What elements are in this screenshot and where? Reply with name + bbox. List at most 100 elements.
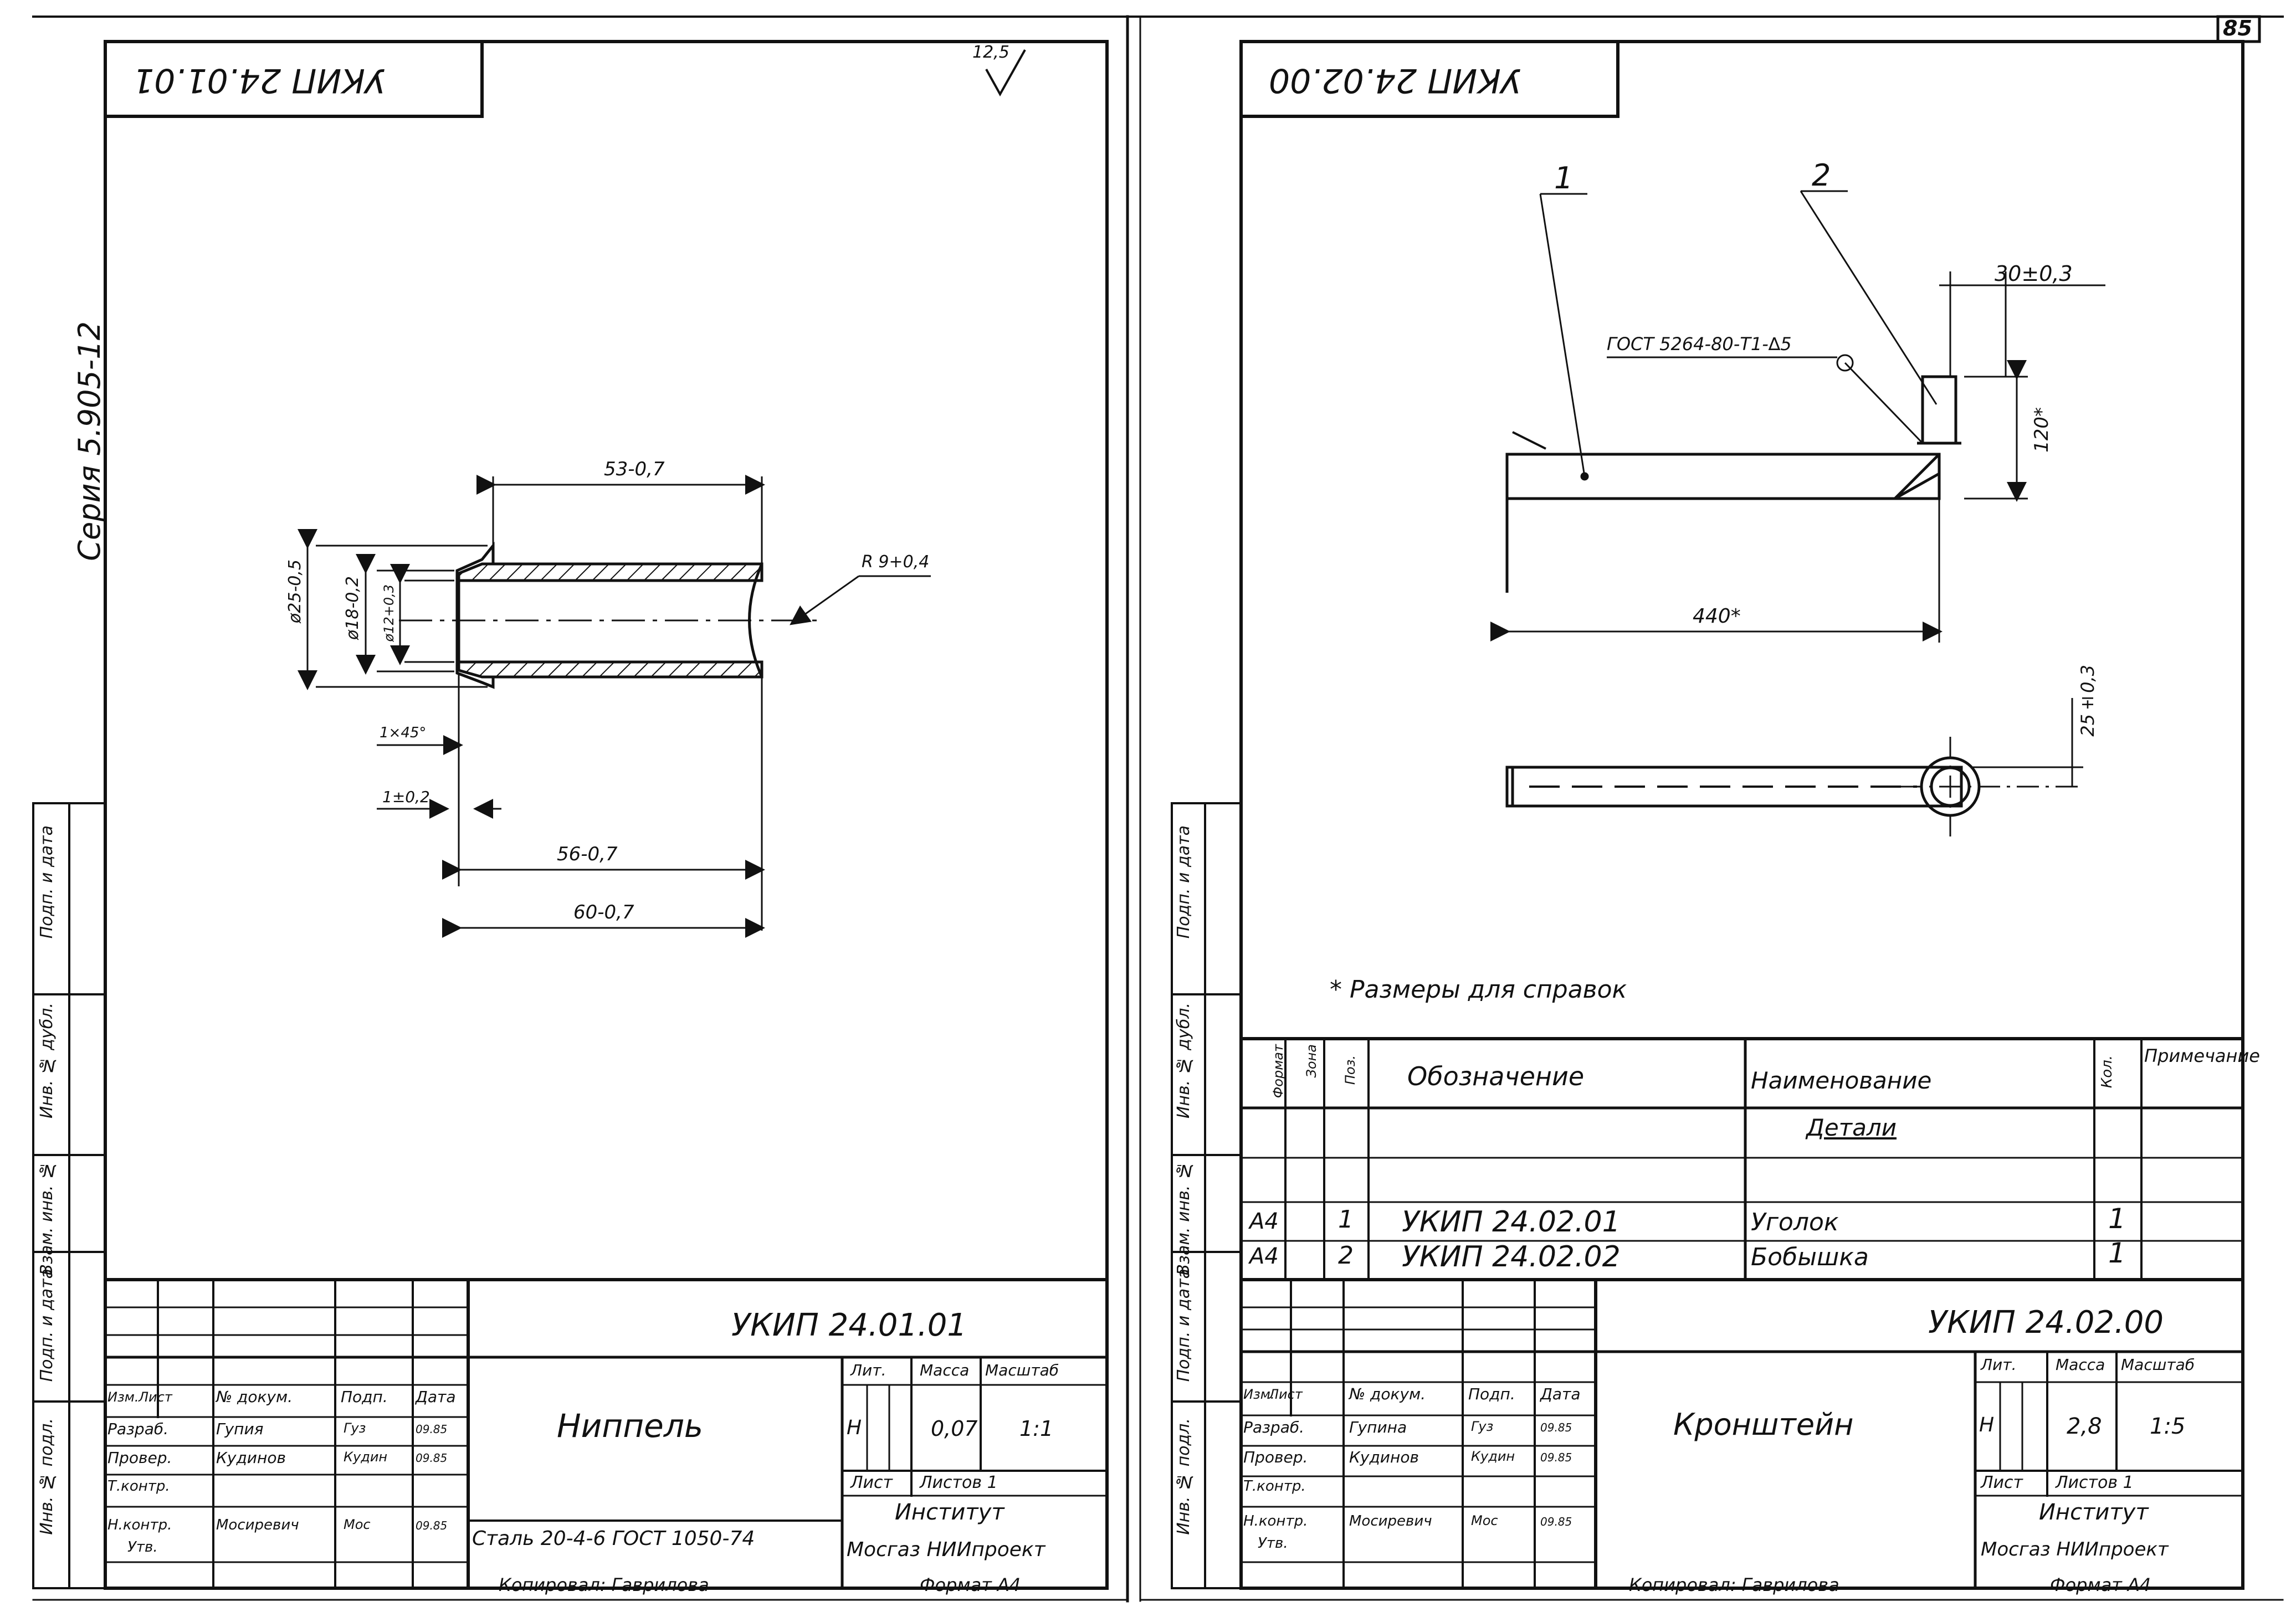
stamp-vzam-inv: Взам. инв. № <box>37 1161 57 1276</box>
row-role: Провер. <box>107 1449 172 1467</box>
weld-note: ГОСТ 5264-80-Т1-∆5 <box>1607 333 1792 355</box>
sheet1-signature-grid: Изм. Лист № докум. Подп. Дата Разраб. Гу… <box>105 1385 468 1588</box>
sheet1-sheets-label: Листов 1 <box>920 1473 998 1492</box>
col-izm: Изм. <box>1243 1387 1275 1402</box>
sheet2-copied-by: Копировал: Гаврилова <box>1629 1574 1839 1595</box>
row-sign: Гуз <box>344 1420 366 1436</box>
row-date: 09.85 <box>416 1519 448 1532</box>
stamp-inv-podl: Инв. № подл. <box>37 1418 57 1535</box>
sheet2-lit-value: Н <box>1979 1414 1995 1436</box>
sheet2-sheets-label: Листов 1 <box>2056 1473 2134 1492</box>
row-role: Разраб. <box>1243 1418 1305 1436</box>
dim-radius: R 9+0,4 <box>862 552 930 572</box>
stamp-vzam-inv: Взам. инв. № <box>1174 1161 1193 1276</box>
row-date: 09.85 <box>416 1451 448 1465</box>
dim-step: 1±0,2 <box>382 788 430 806</box>
row-sign: Гуз <box>1471 1419 1494 1434</box>
sheet1-org-line2: Мосгаз НИИпроект <box>847 1538 1046 1561</box>
spec-section: Детали <box>1806 1114 1897 1141</box>
stamp-podp-data-2: Подп. и дата <box>1174 825 1193 939</box>
spec-col-pos: Поз. <box>1342 1055 1358 1085</box>
dim-phi18: ø18-0,2 <box>343 576 362 640</box>
sheet1-mass-header: Масса <box>920 1361 970 1379</box>
dim-440: 440* <box>1693 605 1741 628</box>
row-name: Кудинов <box>216 1449 286 1467</box>
stamp-podp-data-1: Подп. и дата <box>1174 1269 1193 1382</box>
reference-note: * Размеры для справок <box>1330 976 1627 1004</box>
stamp-inv-dubl: Инв. № дубл. <box>37 1003 57 1119</box>
col-date: Дата <box>1540 1385 1581 1403</box>
nipple-part-drawing <box>298 49 1026 938</box>
row-name: Гупина <box>1349 1418 1407 1436</box>
col-doc: № докум. <box>1349 1385 1426 1403</box>
row-sign: Кудин <box>1471 1449 1515 1464</box>
sheet1-designation: УКИП 24.01.01 <box>731 1307 967 1343</box>
row-name: Мосиревич <box>1349 1513 1432 1529</box>
dim-60: 60-0,7 <box>573 901 634 923</box>
spec-col-designation: Обозначение <box>1407 1061 1585 1091</box>
spec-row-format: А4 <box>1249 1244 1279 1269</box>
row-date: 09.85 <box>1540 1515 1572 1528</box>
stamp-inv-podl: Инв. № подл. <box>1174 1418 1193 1535</box>
row-role: Разраб. <box>107 1420 169 1438</box>
row-role: Т.контр. <box>107 1478 170 1495</box>
spec-row-name: Бобышка <box>1751 1243 1869 1271</box>
row-name: Кудинов <box>1349 1448 1419 1466</box>
spec-row-designation: УКИП 24.02.02 <box>1402 1240 1621 1274</box>
dim-25: 25±0,3 <box>2077 665 2098 737</box>
sheet2-signature-grid: Изм. Лист № докум. Подп. Дата Разраб. Гу… <box>1241 1382 1596 1588</box>
spec-row-pos: 2 <box>1338 1241 1354 1270</box>
sheet2-mass-value: 2,8 <box>2067 1414 2102 1439</box>
series-label: Серия 5.905-12 <box>72 321 107 561</box>
bracket-part-drawing <box>1490 190 2105 836</box>
spec-row-qty: 1 <box>2108 1203 2126 1235</box>
row-role: Утв. <box>127 1539 158 1556</box>
sheet1-format: Формат А4 <box>920 1574 1021 1595</box>
sheet1-lit-value: Н <box>847 1416 862 1439</box>
spec-col-format: Формат <box>1270 1044 1286 1098</box>
row-role: Н.контр. <box>107 1517 172 1533</box>
row-sign: Мос <box>1471 1513 1498 1528</box>
row-date: 09.85 <box>1540 1451 1572 1464</box>
row-name: Мосиревич <box>216 1517 299 1533</box>
sheet1-lit-header: Лит. <box>850 1361 886 1379</box>
sheet1-scale-header: Масштаб <box>985 1361 1059 1379</box>
spec-row-pos: 1 <box>1338 1205 1354 1234</box>
stamp-podp-data-2: Подп. и дата <box>37 825 57 939</box>
sheet1-org-line1: Институт <box>895 1500 1004 1525</box>
spec-col-qty: Кол. <box>2099 1055 2115 1089</box>
roughness-mark: 12,5 <box>972 43 1009 62</box>
col-podp: Подп. <box>1468 1385 1515 1403</box>
sheet2-mass-header: Масса <box>2056 1356 2105 1374</box>
sheet2-corner-code: УКИП 24.02.00 <box>1269 61 1521 100</box>
sheet2-scale-value: 1:5 <box>2150 1414 2186 1439</box>
spec-row-name: Уголок <box>1751 1208 1839 1236</box>
sheet2-format: Формат А4 <box>2050 1574 2151 1595</box>
sheet2-designation: УКИП 24.02.00 <box>1928 1305 2164 1341</box>
col-izm: Изм. <box>107 1389 139 1405</box>
row-role: Н.контр. <box>1243 1513 1308 1529</box>
sheet1-part-name: Ниппель <box>557 1407 704 1445</box>
col-list: Лист <box>1269 1387 1303 1402</box>
dim-120: 120* <box>2031 407 2053 453</box>
dim-56: 56-0,7 <box>557 843 618 865</box>
page-number: 85 <box>2223 16 2252 40</box>
dim-30: 30±0,3 <box>1995 261 2073 286</box>
col-doc: № докум. <box>216 1388 293 1406</box>
sheet1-sheet-label: Лист <box>850 1473 893 1492</box>
sheet2-part-name: Кронштейн <box>1673 1407 1854 1442</box>
sheet1-copied-by: Копировал: Гаврилова <box>499 1574 709 1595</box>
col-podp: Подп. <box>341 1388 388 1406</box>
spec-col-zone: Зона <box>1304 1044 1319 1078</box>
spec-row-designation: УКИП 24.02.01 <box>1402 1205 1621 1239</box>
spec-row-format: А4 <box>1249 1209 1279 1234</box>
sheet1-mass-value: 0,07 <box>931 1416 978 1441</box>
spec-col-note: Примечание <box>2144 1045 2260 1066</box>
dim-53: 53-0,7 <box>604 458 665 480</box>
spec-col-name: Наименование <box>1751 1067 1932 1094</box>
row-role: Т.контр. <box>1243 1478 1306 1495</box>
sheet1-corner-code: УКИП 24.01.01 <box>133 61 386 100</box>
sheet2-org-line1: Институт <box>2039 1500 2149 1525</box>
sheet2-scale-header: Масштаб <box>2121 1356 2195 1374</box>
